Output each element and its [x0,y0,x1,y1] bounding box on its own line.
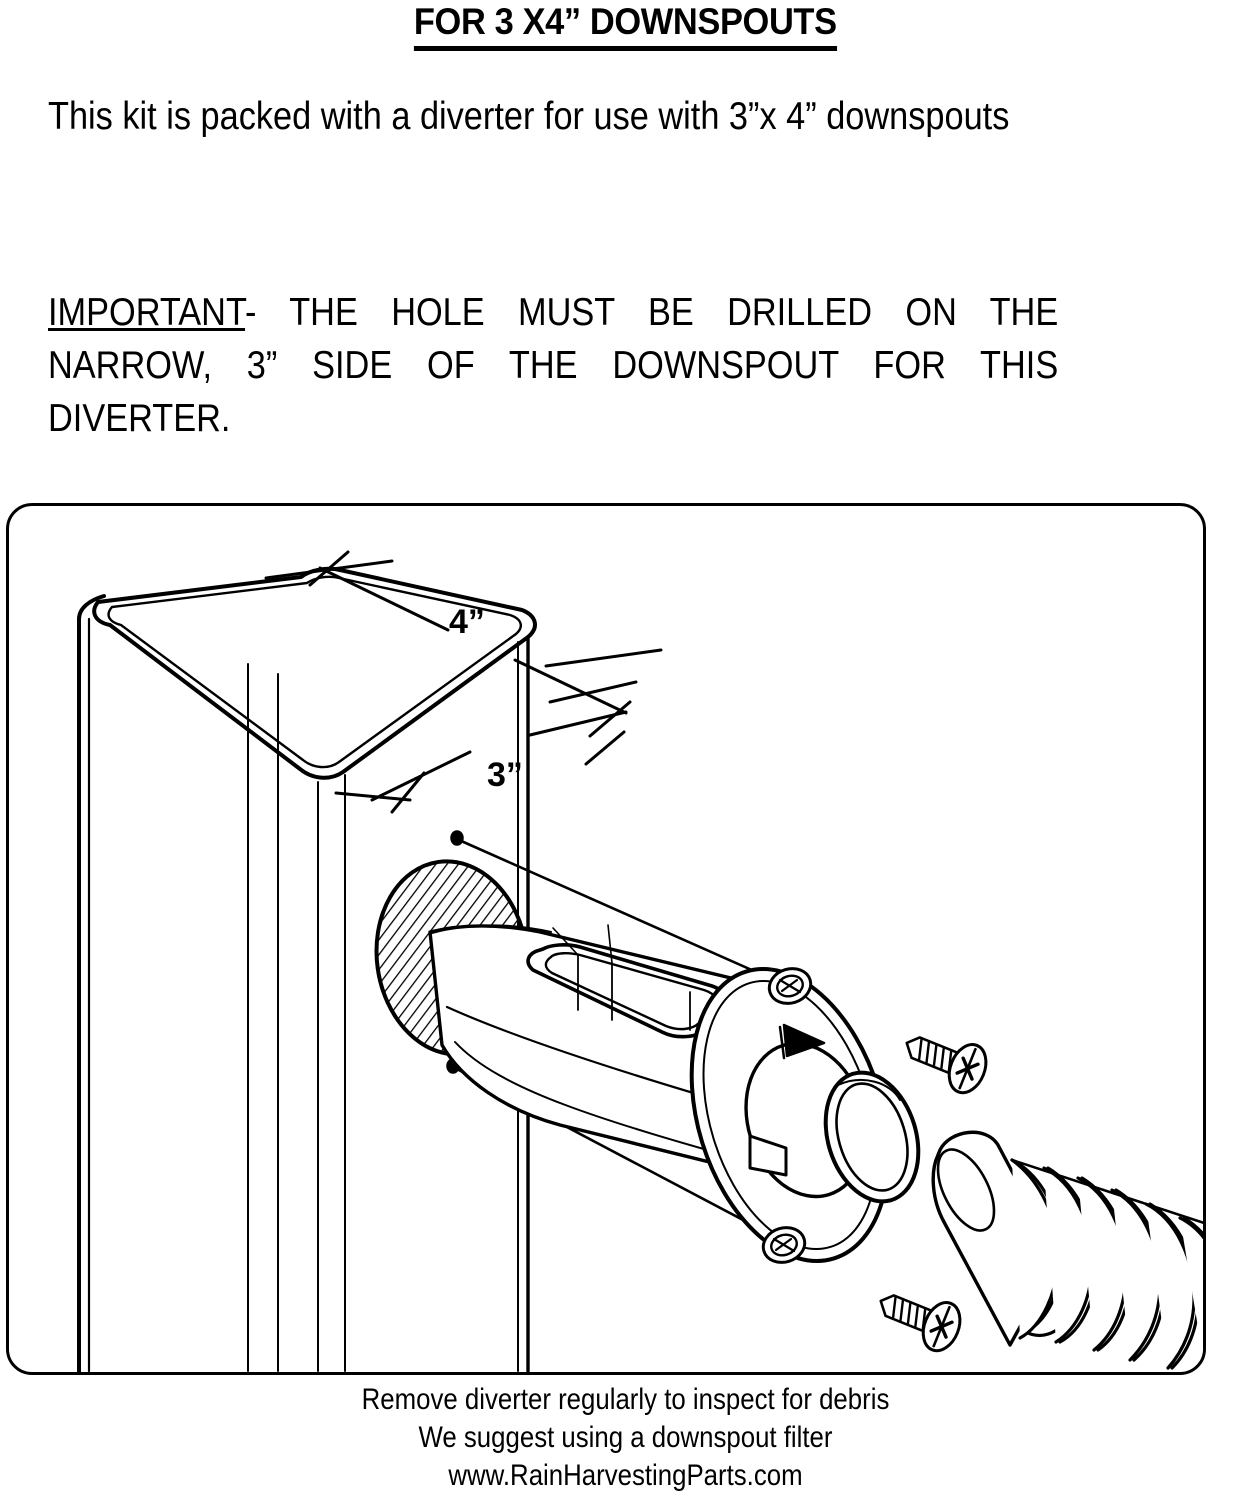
footer-line-inspect: Remove diverter regularly to inspect for… [361,1383,890,1416]
page-title: FOR 3 X4” DOWNSPOUTS [414,0,837,51]
footer-line-filter: We suggest using a downspout filter [418,1421,833,1454]
important-paragraph: IMPORTANT- THE HOLE MUST BE DRILLED ON T… [48,286,1058,445]
page-title-wrapper: FOR 3 X4” DOWNSPOUTS [0,0,1251,51]
important-body: - THE HOLE MUST BE DRILLED ON THE NARROW… [48,291,1059,440]
footer-line-website: www.RainHarvestingParts.com [448,1459,803,1492]
important-keyword: IMPORTANT [48,291,246,334]
intro-paragraph: This kit is packed with a diverter for u… [48,95,1010,138]
diagram-frame [6,503,1206,1375]
